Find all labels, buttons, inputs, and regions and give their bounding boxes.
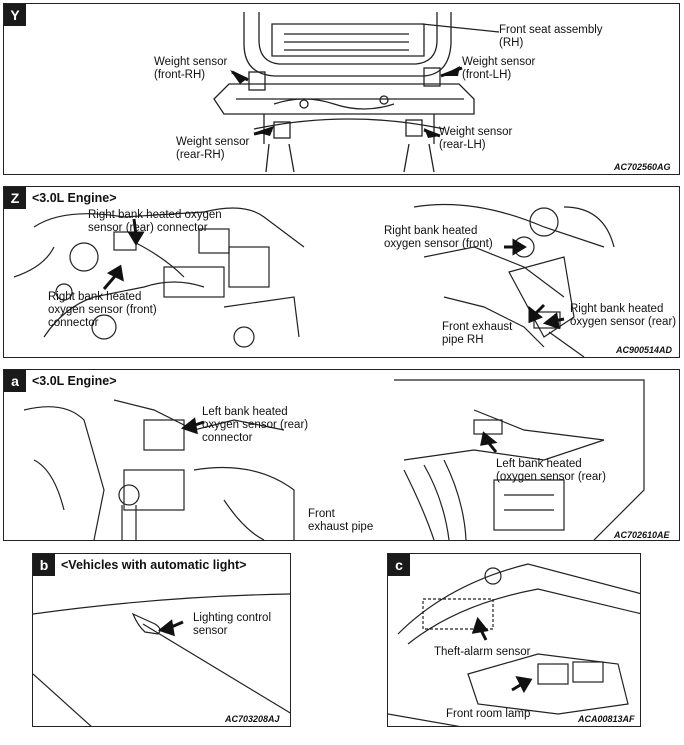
panel-tag-z: Z <box>4 187 26 209</box>
label-lb-rear-connector: Left bank heated oxygen sensor (rear) co… <box>202 406 309 444</box>
figure-code-c: ACA00813AF <box>578 714 635 724</box>
figure-code-a: AC702610AE <box>614 530 670 540</box>
label-lighting-control-sensor: Lighting control sensor <box>193 612 271 637</box>
label-rb-front-connector: Right bank heated oxygen sensor (front) … <box>48 291 157 329</box>
label-rb-rear-sensor: Right bank heated oxygen sensor (rear) <box>570 303 677 328</box>
label-front-exhaust-pipe-rh: Front exhaust pipe RH <box>442 321 513 346</box>
label-lb-rear-sensor: Left bank heated (oxygen sensor (rear) <box>496 458 606 483</box>
panel-heading-b: <Vehicles with automatic light> <box>61 558 247 572</box>
panel-tag-y: Y <box>4 4 26 26</box>
panel-z: Z <3.0L Engine> <box>3 186 680 358</box>
label-weight-sensor-rear-lh: Weight sensor (rear-LH) <box>439 126 513 151</box>
label-rb-rear-connector: Right bank heated oxygen sensor (rear) c… <box>88 209 222 234</box>
panel-heading-a: <3.0L Engine> <box>32 374 117 388</box>
label-front-seat-assembly: Front seat assembly (RH) <box>499 24 603 49</box>
panel-heading-z: <3.0L Engine> <box>32 191 117 205</box>
label-rb-front-sensor: Right bank heated oxygen sensor (front) <box>384 225 493 250</box>
panel-y: Y <box>3 3 680 175</box>
figure-code-y: AC702560AG <box>614 162 671 172</box>
figure-code-b: AC703208AJ <box>225 714 280 724</box>
label-weight-sensor-rear-rh: Weight sensor (rear-RH) <box>176 136 250 161</box>
panel-b: b <Vehicles with automatic light> Lighti… <box>32 553 291 727</box>
panel-tag-c: c <box>388 554 410 576</box>
figure-code-z: AC900514AD <box>616 345 673 355</box>
label-theft-alarm-sensor: Theft-alarm sensor <box>434 646 531 658</box>
label-front-exhaust-pipe: Front exhaust pipe <box>308 508 374 533</box>
panel-a: a <3.0L Engine> Left bank heat <box>3 369 680 541</box>
roof-console-drawing <box>388 563 640 726</box>
label-weight-sensor-front-lh: Weight sensor (front-LH) <box>462 56 536 81</box>
panel-tag-b: b <box>33 554 55 576</box>
label-front-room-lamp: Front room lamp <box>446 708 531 720</box>
left-bank-engine-drawing <box>23 379 645 540</box>
label-weight-sensor-front-rh: Weight sensor (front-RH) <box>154 56 228 81</box>
windshield-sensor-drawing <box>33 593 290 726</box>
seat-assembly-drawing <box>213 12 500 173</box>
right-bank-engine-drawing <box>13 203 615 357</box>
panel-tag-a: a <box>4 370 26 392</box>
panel-c: c Theft-alarm sensor Front room lamp ACA… <box>387 553 641 727</box>
